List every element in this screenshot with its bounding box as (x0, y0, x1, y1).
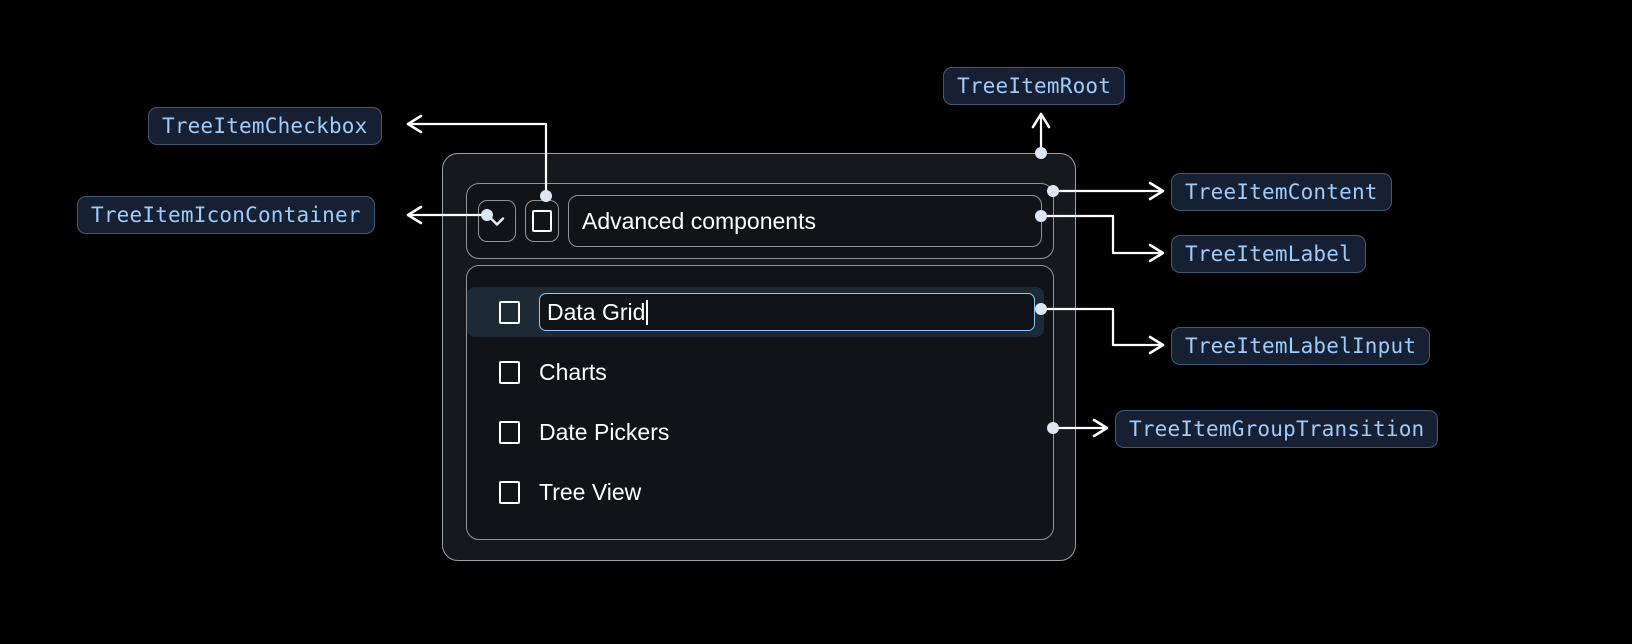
annotation-chip-tree-item-label: TreeItemLabel (1171, 235, 1366, 273)
tree-item-group-transition: Data Grid Charts Date Pickers Tree View (466, 265, 1054, 540)
tree-item-checkbox[interactable] (499, 300, 520, 324)
tree-item-content[interactable]: Advanced components (466, 183, 1054, 259)
annotation-chip-tree-item-root: TreeItemRoot (943, 67, 1126, 105)
tree-item-label[interactable]: Tree View (539, 478, 642, 505)
tree-item-label[interactable]: Advanced components (568, 195, 1042, 247)
tree-item-label[interactable]: Date Pickers (539, 418, 670, 445)
annotation-chip-tree-item-group-transition: TreeItemGroupTransition (1115, 410, 1439, 448)
tree-item-checkbox[interactable] (499, 480, 520, 504)
tree-item-root[interactable]: Advanced components Data Grid Charts Dat… (442, 153, 1076, 561)
annotation-chip-tree-item-checkbox: TreeItemCheckbox (148, 107, 382, 145)
annotation-chip-tree-item-label-input: TreeItemLabelInput (1171, 327, 1431, 365)
text-caret (646, 299, 648, 325)
annotation-chip-tree-item-content: TreeItemContent (1171, 173, 1392, 211)
tree-item-row-tree-view[interactable]: Tree View (467, 467, 1053, 517)
tree-item-row-data-grid[interactable]: Data Grid (467, 287, 1044, 337)
tree-item-row-date-pickers[interactable]: Date Pickers (467, 407, 1053, 457)
tree-item-label-text: Advanced components (582, 207, 816, 234)
tree-item-row-charts[interactable]: Charts (467, 347, 1053, 397)
checkbox-square-icon (532, 210, 552, 232)
tree-item-checkbox[interactable] (525, 200, 559, 242)
chevron-down-icon (485, 209, 509, 233)
annotation-chip-tree-item-icon-container: TreeItemIconContainer (77, 196, 375, 234)
tree-item-label[interactable]: Charts (539, 358, 607, 385)
tree-item-checkbox[interactable] (499, 420, 520, 444)
tree-item-icon-container[interactable] (478, 200, 516, 242)
tree-item-checkbox[interactable] (499, 360, 520, 384)
tree-item-label-input[interactable]: Data Grid (539, 293, 1035, 331)
tree-item-label-input-value: Data Grid (547, 298, 646, 325)
